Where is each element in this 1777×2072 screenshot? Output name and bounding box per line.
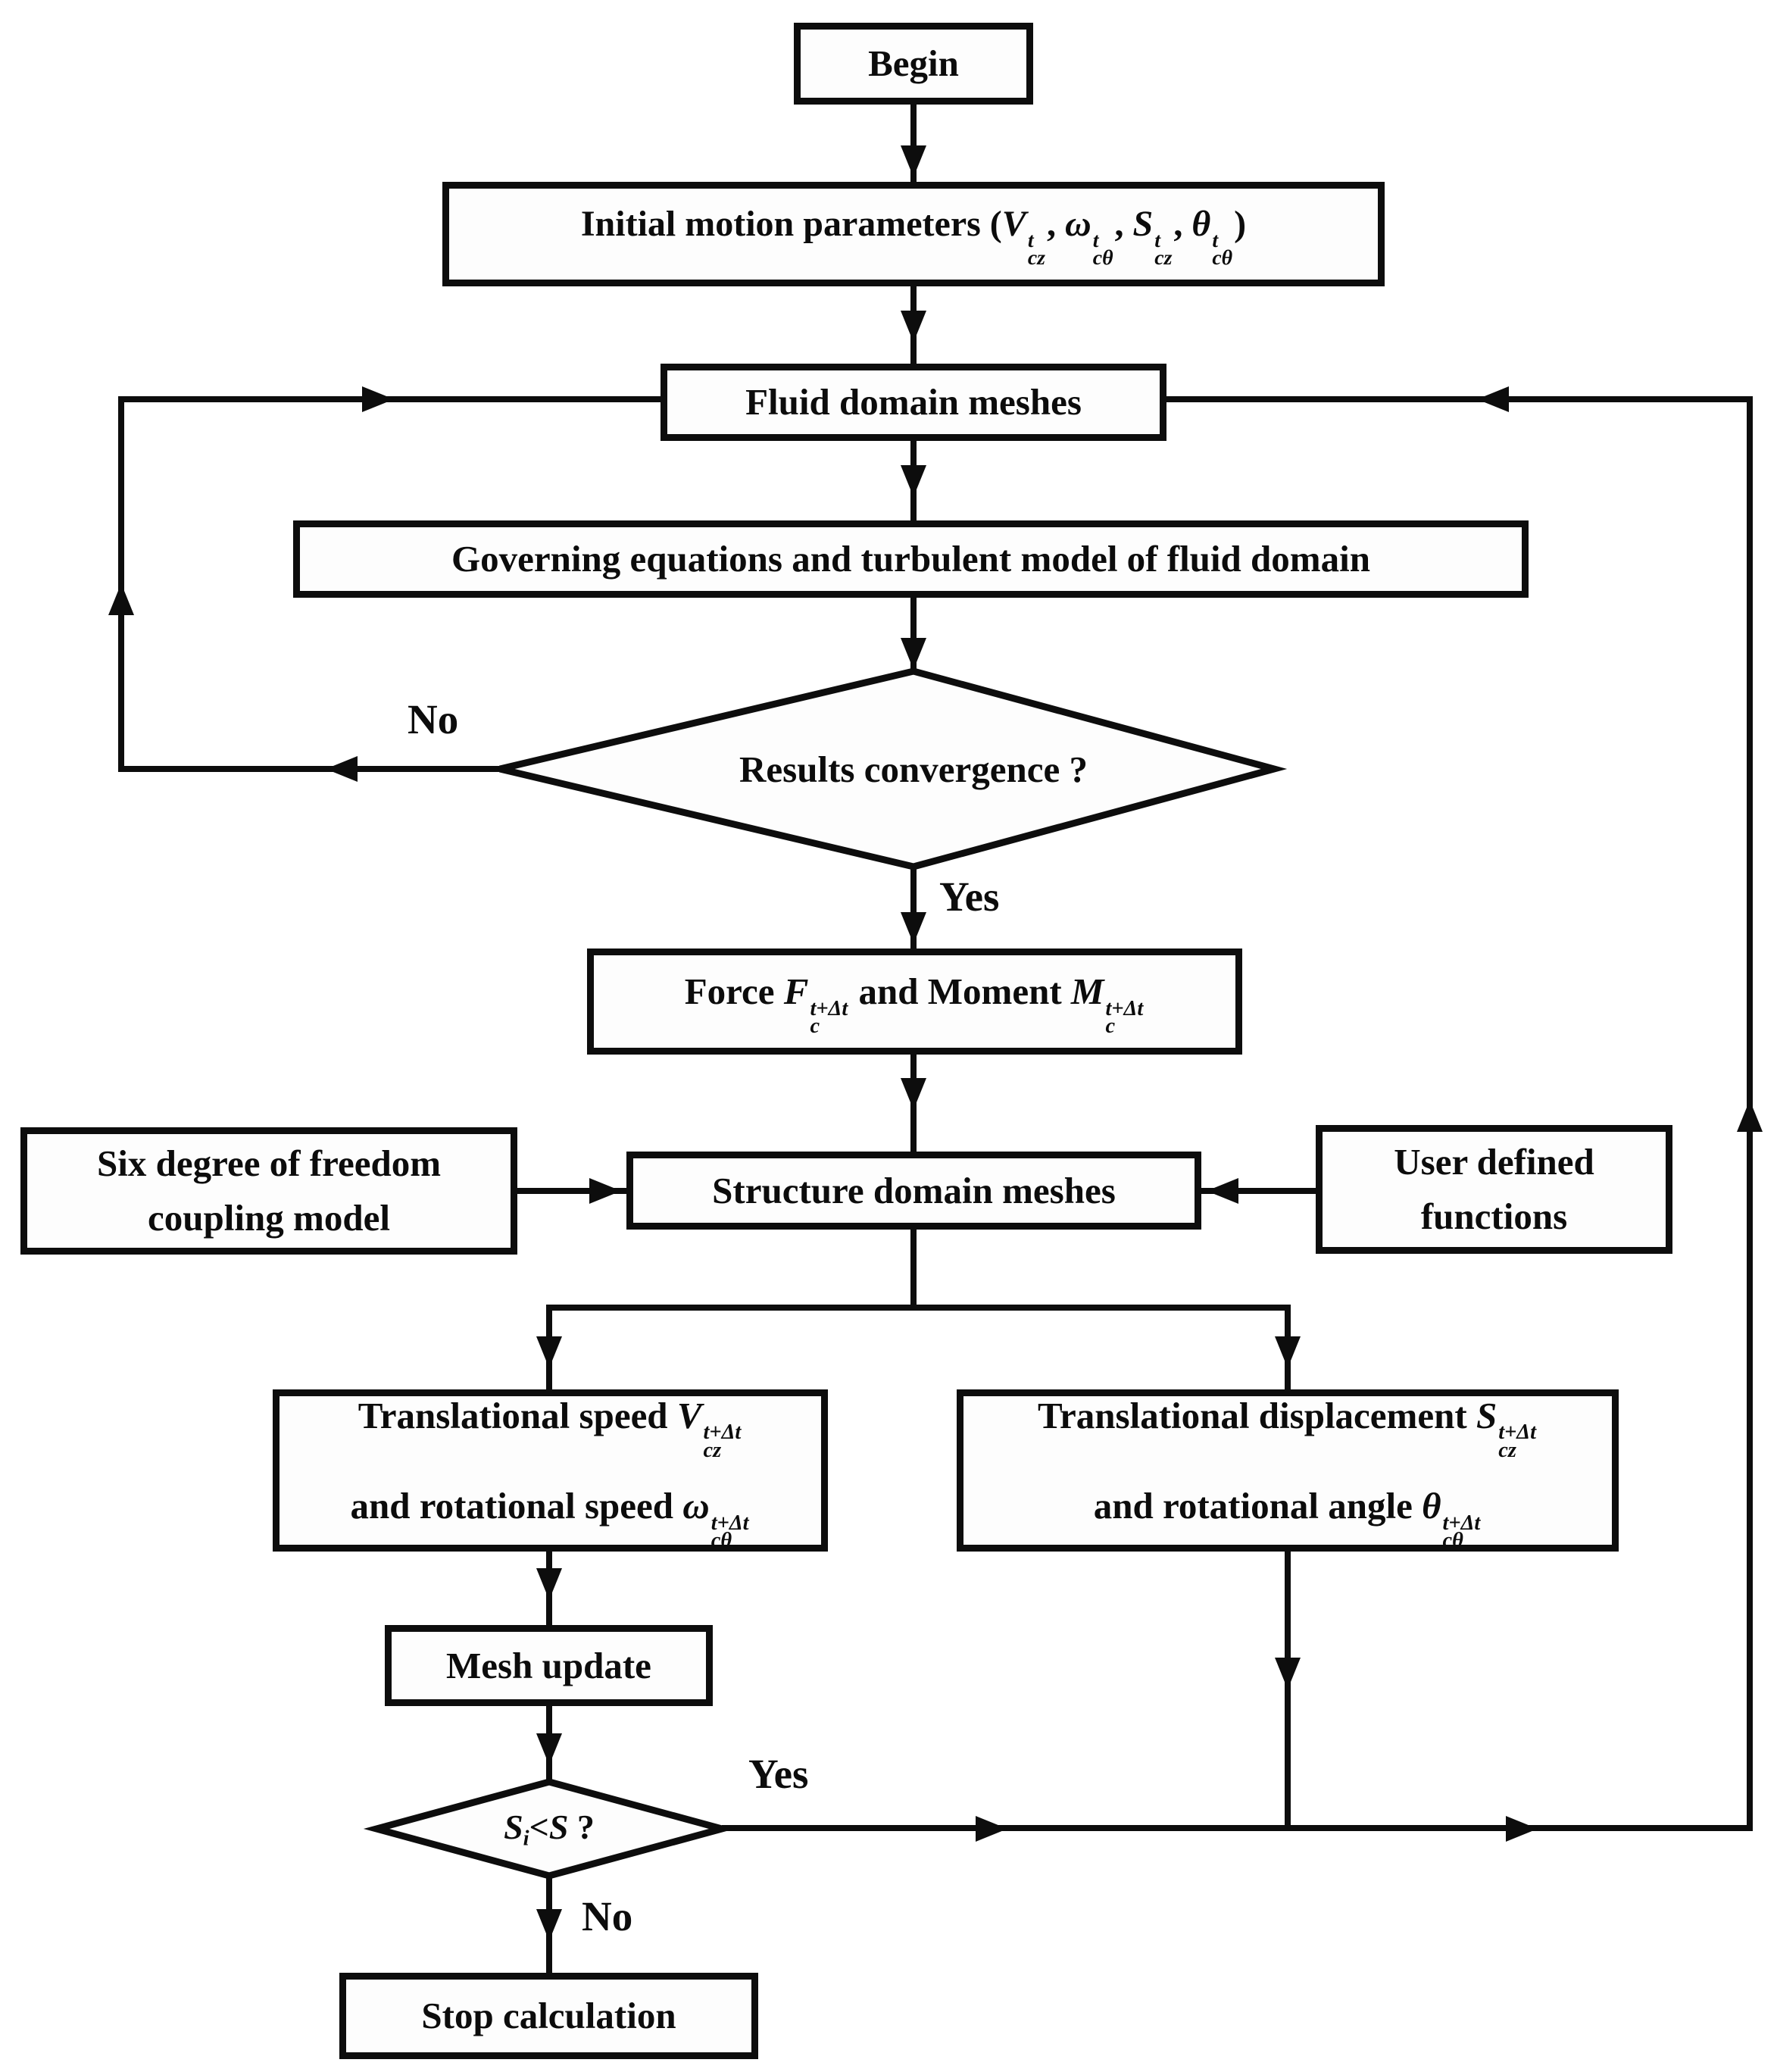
arrowheads [108, 145, 1763, 1941]
node-structure-domain-meshes: Structure domain meshes [626, 1152, 1201, 1230]
node-fluid-domain-meshes: Fluid domain meshes [661, 364, 1166, 441]
decision-diamond-step [363, 1778, 735, 1880]
label-yes-step: Yes [748, 1751, 809, 1797]
decision-results-convergence: Results convergence ? [739, 748, 1088, 790]
label-no-step: No [582, 1893, 633, 1939]
decision-diamond-convergence [498, 667, 1288, 870]
node-mesh-update: Mesh update [385, 1625, 713, 1706]
decision-step-check: Si<S ? [504, 1807, 595, 1851]
label-yes-convergence: Yes [939, 873, 1000, 920]
node-stop-calculation: Stop calculation [339, 1973, 758, 2059]
node-governing-equations: Governing equations and turbulent model … [293, 520, 1529, 598]
node-begin: Begin [794, 23, 1033, 105]
decision-diamonds [363, 667, 1288, 1880]
label-no-convergence: No [408, 696, 459, 742]
